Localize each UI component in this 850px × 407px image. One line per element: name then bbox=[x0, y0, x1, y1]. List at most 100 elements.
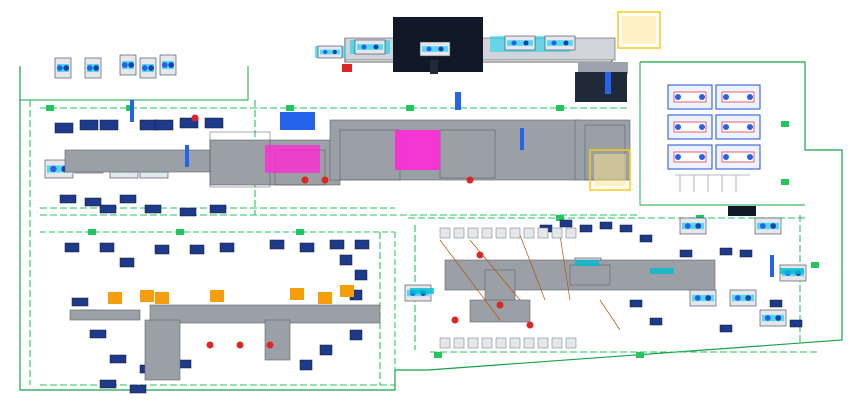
welding-robot-icon bbox=[451, 316, 459, 324]
fixture-stand bbox=[537, 227, 549, 239]
cabinet-icon bbox=[59, 194, 77, 204]
pod-fixture bbox=[357, 44, 383, 50]
fixture-grid-part bbox=[721, 91, 755, 103]
blue-handling-unit bbox=[280, 112, 315, 130]
pod-fixture bbox=[762, 314, 784, 322]
cabinet-icon bbox=[299, 242, 315, 253]
welding-robot-icon bbox=[191, 114, 199, 122]
welding-robot-icon bbox=[321, 176, 329, 184]
equipment-accents bbox=[108, 72, 804, 349]
magenta-robot-zone bbox=[265, 145, 320, 173]
fixture-grid-robot bbox=[747, 154, 753, 160]
fixture-grid-robot bbox=[723, 154, 729, 160]
fixture-grid-part bbox=[673, 121, 707, 133]
pod-robot bbox=[511, 40, 517, 46]
walkway-crossing-mark bbox=[636, 352, 644, 358]
pod-fixture bbox=[47, 165, 71, 173]
fixture-stand bbox=[551, 227, 563, 239]
fixture-icon bbox=[575, 260, 599, 266]
cabinet-icon bbox=[179, 207, 197, 217]
pod-robot bbox=[332, 49, 337, 55]
welding-robot-icon bbox=[236, 341, 244, 349]
orange-transfer-box bbox=[155, 292, 169, 304]
fixture-icon bbox=[119, 54, 137, 76]
fixture-grid-part bbox=[721, 151, 755, 163]
cabinet-icon bbox=[319, 344, 333, 356]
robot-cell-icon bbox=[689, 289, 717, 307]
cabinet-icon bbox=[299, 359, 313, 371]
cabinet-icon bbox=[79, 119, 99, 131]
cabinet-icon bbox=[339, 254, 353, 266]
cabinet-icon bbox=[354, 239, 370, 250]
walkway-crossing-mark bbox=[46, 105, 54, 111]
welding-robot-icon bbox=[206, 341, 214, 349]
plant-outline-main bbox=[19, 61, 843, 391]
robot-cell-icon bbox=[317, 45, 343, 59]
fixture-stand bbox=[481, 337, 493, 349]
fixture-grid-robot bbox=[675, 94, 681, 100]
fixture-stand bbox=[565, 337, 577, 349]
pod-fixture bbox=[320, 49, 340, 55]
cabinet-icon bbox=[559, 219, 573, 228]
yellow-lift-frame bbox=[589, 149, 631, 191]
fixture-stand bbox=[509, 337, 521, 349]
walkway-crossing-mark bbox=[286, 105, 294, 111]
cabinet-icon bbox=[89, 329, 107, 339]
pod-fixture bbox=[732, 294, 754, 302]
pod-fixture bbox=[547, 40, 573, 46]
main-body-line-left bbox=[64, 149, 236, 173]
orange-transfer-box bbox=[340, 285, 354, 297]
pod-fixture bbox=[422, 46, 448, 52]
pod-robot bbox=[373, 44, 379, 50]
fixture-grid-part bbox=[673, 91, 707, 103]
walkway-crossing-mark bbox=[556, 215, 564, 221]
material-flow-line bbox=[469, 239, 521, 301]
fixture-stand bbox=[537, 337, 549, 349]
cabinet-icon bbox=[269, 239, 285, 250]
robot-cell-icon bbox=[544, 35, 576, 51]
cabinet-icon bbox=[84, 197, 102, 207]
pod-robot bbox=[775, 315, 782, 321]
cabinet-icon bbox=[619, 224, 633, 233]
fixture-icon bbox=[139, 57, 157, 79]
fixture-stand bbox=[509, 227, 521, 239]
control-cabinets bbox=[54, 117, 803, 394]
pod-robot bbox=[93, 65, 100, 71]
pod-fixture bbox=[757, 222, 779, 230]
dark-equipment-block bbox=[728, 206, 756, 216]
walkway-crossing-mark bbox=[406, 105, 414, 111]
fixture-icon bbox=[410, 288, 434, 294]
welding-robot-icon bbox=[266, 341, 274, 349]
yellow-lift-infill bbox=[594, 154, 626, 186]
pod-fixture bbox=[162, 61, 174, 69]
pod-robot bbox=[694, 295, 701, 301]
lower-left-feeder bbox=[69, 309, 141, 321]
fixture-grid-robot bbox=[723, 124, 729, 130]
fixture-grid-robot bbox=[675, 154, 681, 160]
cabinet-icon bbox=[129, 384, 147, 394]
robot-cell-icon bbox=[679, 217, 707, 235]
pod-fixture bbox=[122, 61, 134, 69]
walkway-crossing-mark bbox=[781, 179, 789, 185]
fixture-stand bbox=[467, 337, 479, 349]
walkway-crossing-mark bbox=[434, 352, 442, 358]
cabinet-icon bbox=[349, 329, 363, 341]
robot-cell-icon bbox=[354, 39, 386, 55]
cabinet-icon bbox=[719, 247, 733, 256]
pod-robot bbox=[426, 46, 432, 52]
upper-line-dark-segment bbox=[430, 60, 438, 74]
cabinet-icon bbox=[679, 249, 693, 258]
cabinet-icon bbox=[144, 204, 162, 214]
upper-line-red-marker bbox=[342, 64, 352, 72]
cabinet-icon bbox=[649, 317, 663, 326]
orange-transfer-box bbox=[108, 292, 122, 304]
fixture-grid-robot bbox=[723, 94, 729, 100]
robot-cell-icon bbox=[754, 217, 782, 235]
fixture-grid-robot bbox=[747, 124, 753, 130]
fixture-grid-robot bbox=[675, 124, 681, 130]
fixture-grid-robot bbox=[699, 124, 705, 130]
blue-marker bbox=[770, 255, 774, 277]
pod-fixture bbox=[87, 64, 99, 72]
pod-fixture bbox=[142, 64, 154, 72]
